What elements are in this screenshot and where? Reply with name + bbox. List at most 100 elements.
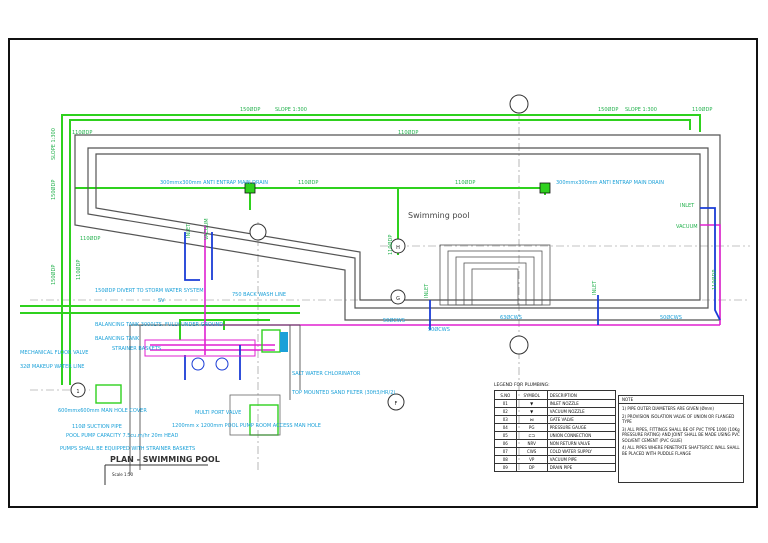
legend-title: LEGEND FOR PLUMBING: — [494, 383, 550, 388]
suction-callout: 110Ø SUCTION PIPE — [72, 423, 122, 430]
pool-label: Swimming pool — [408, 211, 469, 220]
grid-bubble-h: H — [396, 245, 400, 251]
legend-cell-desc: COLD WATER SUPPLY — [546, 447, 617, 456]
legend-cell-symbol: ⋈ — [515, 415, 548, 424]
legend-cell-symbol: DP — [515, 463, 548, 472]
note-item: 1) PIPE OUTER DIAMETERS ARE GIVEN (Ømm) — [622, 406, 714, 411]
backwash-callout: 750 BACK WASH LINE — [232, 292, 286, 298]
title-block — [104, 464, 208, 485]
legend-cell-no: 09 — [494, 463, 517, 472]
cws-label-c: 50ØCWS — [660, 314, 682, 321]
pipe-label-110-b: 110ØDP — [398, 129, 418, 136]
manhole-callout: 600mmx600mm MAN HOLE COVER — [58, 408, 147, 414]
pipe-label-top-corner: 110ØDP — [692, 106, 712, 113]
pipe-label-top-left: 150ØDP — [240, 106, 260, 113]
legend-row: 03⋈GATE VALVE — [494, 415, 617, 424]
drain-pipe-label-left: 110ØDP — [298, 179, 318, 186]
legend-cell-desc: UNION CONNECTION — [546, 431, 617, 440]
vacuum-label-b: VACUUM — [204, 218, 210, 240]
inlet-label-c: INLET — [424, 283, 430, 298]
main-drain-label-left: 300mmx300mm ANTI ENTRAP MAIN DRAIN — [160, 180, 268, 186]
legend-cell-desc: NON RETURN VALVE — [546, 439, 617, 448]
slope-label-top-right: SLOPE 1:300 — [625, 107, 657, 113]
note-item: 3) ALL PIPES, FITTINGS SHALL BE OF PVC T… — [622, 426, 740, 443]
drawing-title: PLAN - SWIMMING POOL — [110, 455, 220, 464]
inlet-label-d: INLET — [592, 280, 598, 295]
balancing-tag: BALANCING TANK — [95, 336, 140, 342]
salt-callout: SALT WATER CHLORINATOR — [292, 371, 361, 377]
balancing-tank — [95, 329, 281, 436]
main-drain-label-right: 300mmx300mm ANTI ENTRAP MAIN DRAIN — [556, 180, 664, 186]
grid-bubbles — [70, 94, 529, 411]
legend-cell-no: 04 — [494, 423, 517, 432]
legend-cell-no: 01 — [494, 399, 517, 408]
drawing-sheet — [8, 38, 758, 508]
notes-box: NOTE 1) PIPE OUTER DIAMETERS ARE GIVEN (… — [618, 395, 744, 483]
legend-cell-no: 02 — [494, 407, 517, 416]
left-slope-label: SLOPE 1:300 — [51, 128, 57, 160]
legend-row: 02▼VACUUM NOZZLE — [494, 407, 617, 416]
note-item: 4) ALL PIPES WHERE PENETRATE SHAFTS/RCC … — [622, 445, 740, 456]
cws-label-b: 50ØCWS — [428, 326, 450, 333]
pump-room-callout: 1200mm x 1200mm POOL PUMP ROOM ACCESS MA… — [172, 423, 321, 429]
pipe-label-110-a: 110ØDP — [72, 129, 92, 136]
main-drain-boxes — [244, 182, 551, 194]
right-inlet-label: INLET — [680, 203, 695, 209]
left-pipe-label-a: 150ØDP — [50, 180, 57, 200]
left-pipe-label-110-b: 110ØDP — [80, 235, 100, 242]
legend-row: 01▼INLET NOZZLE — [494, 399, 617, 408]
balancing-callout: BALANCING TANK 3000LTS. FULLY UNDER GROU… — [95, 322, 223, 328]
inlet-label-a: INLET — [186, 223, 192, 238]
grid-bubble-f: F — [395, 401, 398, 407]
legend-cell-desc: DRAIN PIPE — [546, 463, 617, 472]
drawing-scale: Scale 1:50 — [112, 472, 133, 477]
right-vacuum-label: VACUUM — [676, 224, 698, 230]
left-pipe-label-110: 110ØDP — [75, 260, 82, 280]
legend-cell-symbol: PG — [515, 423, 548, 432]
legend-cell-desc: INLET NOZZLE — [546, 399, 617, 408]
mech-floor-callout: MECHANICAL FLOOR VALVE — [20, 350, 88, 356]
return-pipe-network — [150, 224, 721, 355]
center-pipe-label: 110ØDP — [387, 235, 394, 255]
deep-end-steps — [439, 244, 551, 306]
left-pipe-label-b: 150ØDP — [50, 265, 57, 285]
legend-cell-symbol: NRV — [515, 439, 548, 448]
grid-bubble-g: G — [396, 296, 400, 302]
legend-row: 05⊏⊐UNION CONNECTION — [494, 431, 617, 440]
legend-cell-symbol: ▼ — [515, 407, 548, 416]
legend-cell-symbol: ▼ — [515, 399, 548, 408]
legend-header-no: S.NO — [494, 390, 517, 400]
multiport-callout: MULTI PORT VALVE — [195, 410, 241, 416]
legend-header-desc: DESCRIPTION — [546, 390, 617, 400]
drain-pipe-label-right: 110ØDP — [455, 179, 475, 186]
legend-cell-no: 06 — [494, 439, 517, 448]
legend-cell-no: 05 — [494, 431, 517, 440]
note-item: 2) PROVISION ISOLATION VALVE OF UNION OR… — [622, 413, 735, 425]
pump-equipment — [144, 332, 288, 371]
legend-cell-desc: GATE VALVE — [546, 415, 617, 424]
divert-callout: 150ØDP DIVERT TO STORM WATER SYSTEM — [95, 287, 204, 294]
legend-cell-symbol: ⊏⊐ — [515, 431, 548, 440]
right-pipe-label: 110ØDP — [711, 270, 718, 290]
pump-strainer-callout: PUMPS SHALL BE EQUIPPED WITH STRAINER BA… — [60, 446, 195, 452]
cws-label-a: 50ØCWS — [383, 317, 405, 324]
legend-cell-desc: VACUUM PIPE — [546, 455, 617, 464]
pump-capacity-callout: POOL PUMP CAPACITY 7.5cu.m/hr 20m HEAD — [66, 433, 178, 439]
legend-cell-symbol: CWS — [515, 447, 548, 456]
legend-header-symbol: SYMBOL — [515, 390, 548, 400]
legend-cell-desc: VACUUM NOZZLE — [546, 407, 617, 416]
legend-cell-desc: PRESSURE GAUGE — [546, 423, 617, 432]
inlet-pipe-network — [184, 207, 721, 380]
legend-cell-no: 03 — [494, 415, 517, 424]
pump-room — [129, 324, 301, 475]
sv-callout: SV — [158, 298, 165, 304]
strainer-callout: STRAINER BASKETS — [112, 346, 161, 352]
pool-outline — [74, 134, 721, 321]
grid-bubble-1: 1 — [76, 389, 79, 395]
